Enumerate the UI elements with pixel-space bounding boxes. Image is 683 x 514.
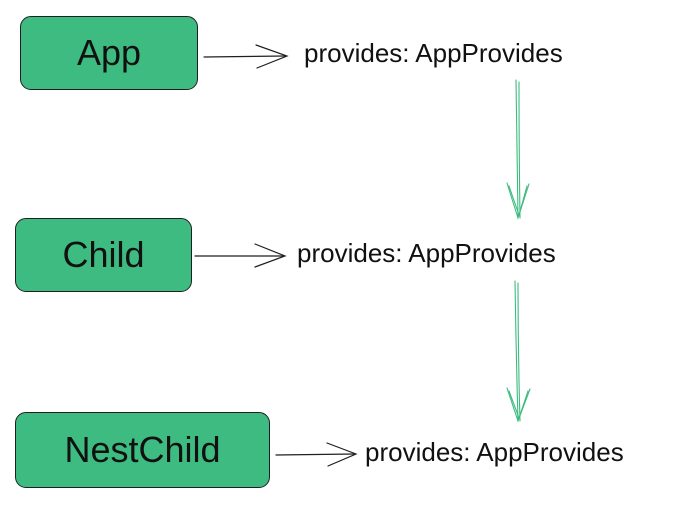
nestchild-node-label: NestChild [64,429,221,470]
child-node-label: Child [62,234,145,275]
app-node-label: App [76,32,142,73]
app-provides-label: provides: AppProvides [304,38,563,68]
nestchild-provides-label: provides: AppProvides [365,437,624,467]
nestchild-pointer-arrow [275,442,358,467]
flow-arrow-app-to-child [506,79,530,220]
flow-arrow-child-to-nestchild [506,280,531,423]
app-node: App [20,16,198,90]
child-pointer-arrow [194,243,287,268]
child-provides-label: provides: AppProvides [297,238,556,268]
app-pointer-arrow [203,44,289,69]
child-node: Child [15,218,192,292]
nestchild-node: NestChild [15,412,270,488]
